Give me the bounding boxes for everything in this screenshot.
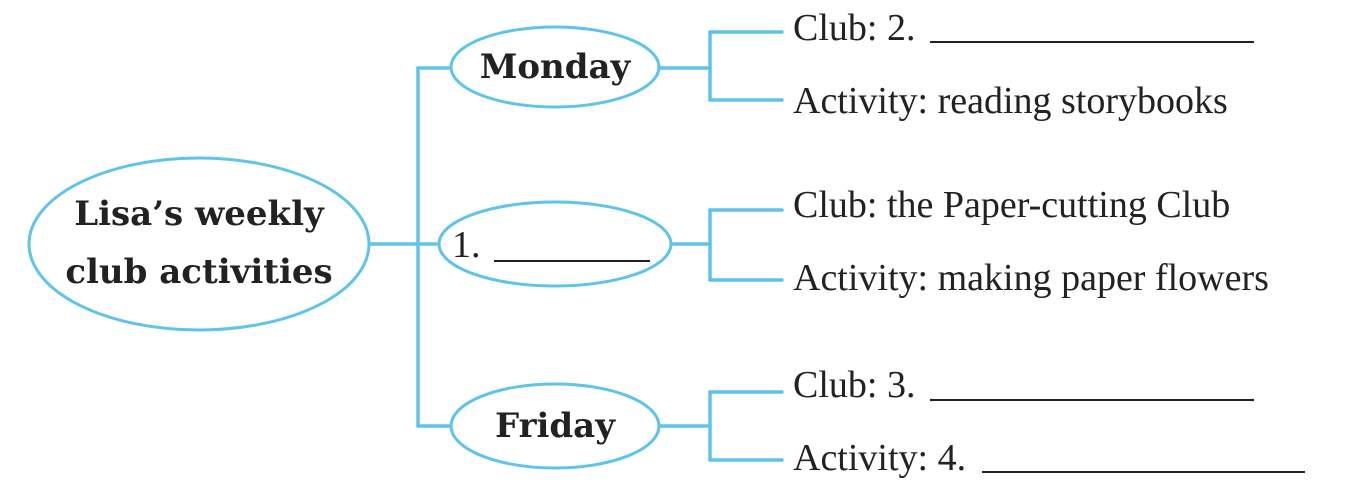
middle-day-details: Club: the Paper-cutting Club Activity: m… bbox=[793, 184, 1269, 299]
friday-connectors bbox=[658, 390, 784, 462]
day-ellipse bbox=[437, 200, 673, 288]
day-label-friday: Friday bbox=[495, 406, 616, 446]
day-ellipse bbox=[449, 382, 661, 470]
day-ellipse bbox=[449, 25, 661, 109]
friday-club-label: Club: 3. bbox=[793, 364, 915, 406]
center-title-line1: Lisa’s weekly bbox=[74, 194, 325, 234]
center-node: Lisa’s weekly club activities bbox=[27, 156, 371, 332]
monday-activity-label: Activity: reading storybooks bbox=[793, 80, 1228, 122]
middle-activity-label: Activity: making paper flowers bbox=[793, 257, 1269, 299]
day-label-blank-number: 1. bbox=[452, 224, 481, 266]
day-label-monday: Monday bbox=[480, 47, 632, 87]
day-node-monday: Monday bbox=[449, 25, 661, 109]
center-title-line2: club activities bbox=[65, 252, 332, 292]
monday-connectors bbox=[658, 30, 784, 102]
monday-club-label: Club: 2. bbox=[793, 7, 915, 49]
day-node-friday: Friday bbox=[449, 382, 661, 470]
monday-details: Club: 2. Activity: reading storybooks bbox=[793, 7, 1254, 122]
day-node-blank: 1. bbox=[437, 200, 673, 288]
friday-details: Club: 3. Activity: 4. bbox=[793, 364, 1305, 479]
middle-club-label: Club: the Paper-cutting Club bbox=[793, 184, 1230, 226]
center-connectors bbox=[366, 66, 452, 428]
middle-day-connectors bbox=[670, 208, 784, 282]
friday-activity-label: Activity: 4. bbox=[793, 437, 966, 479]
center-ellipse bbox=[27, 156, 371, 332]
